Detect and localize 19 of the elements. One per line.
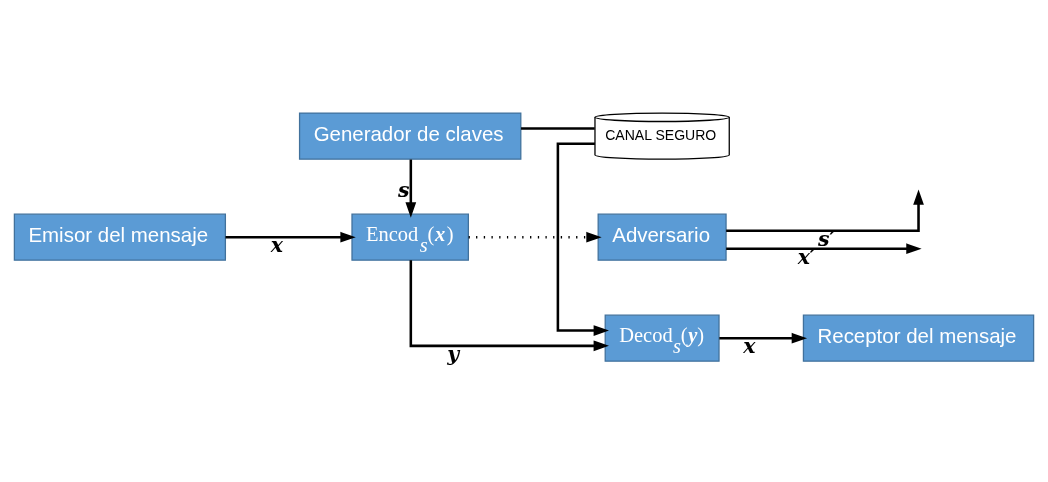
arrow [405, 159, 417, 218]
connector [521, 127, 595, 130]
node-box: Receptor del mensaje [802, 314, 1035, 362]
edge-label: s [398, 177, 410, 202]
edge-label: x [270, 233, 283, 258]
edge-label: x [743, 334, 756, 359]
node-box: Adversario [597, 213, 727, 261]
arrow [225, 231, 356, 243]
arrow [409, 260, 609, 352]
edge-label: y [447, 341, 460, 366]
arrow [726, 243, 922, 255]
edge-label: s′ [818, 226, 835, 251]
edge-label: x′ [797, 244, 816, 269]
node-box: Generador de claves [298, 112, 522, 160]
arrow [719, 332, 808, 344]
arrow [468, 231, 602, 243]
arrow [726, 189, 924, 233]
node-box: Emisor del mensaje [13, 213, 227, 261]
arrow [556, 142, 609, 336]
